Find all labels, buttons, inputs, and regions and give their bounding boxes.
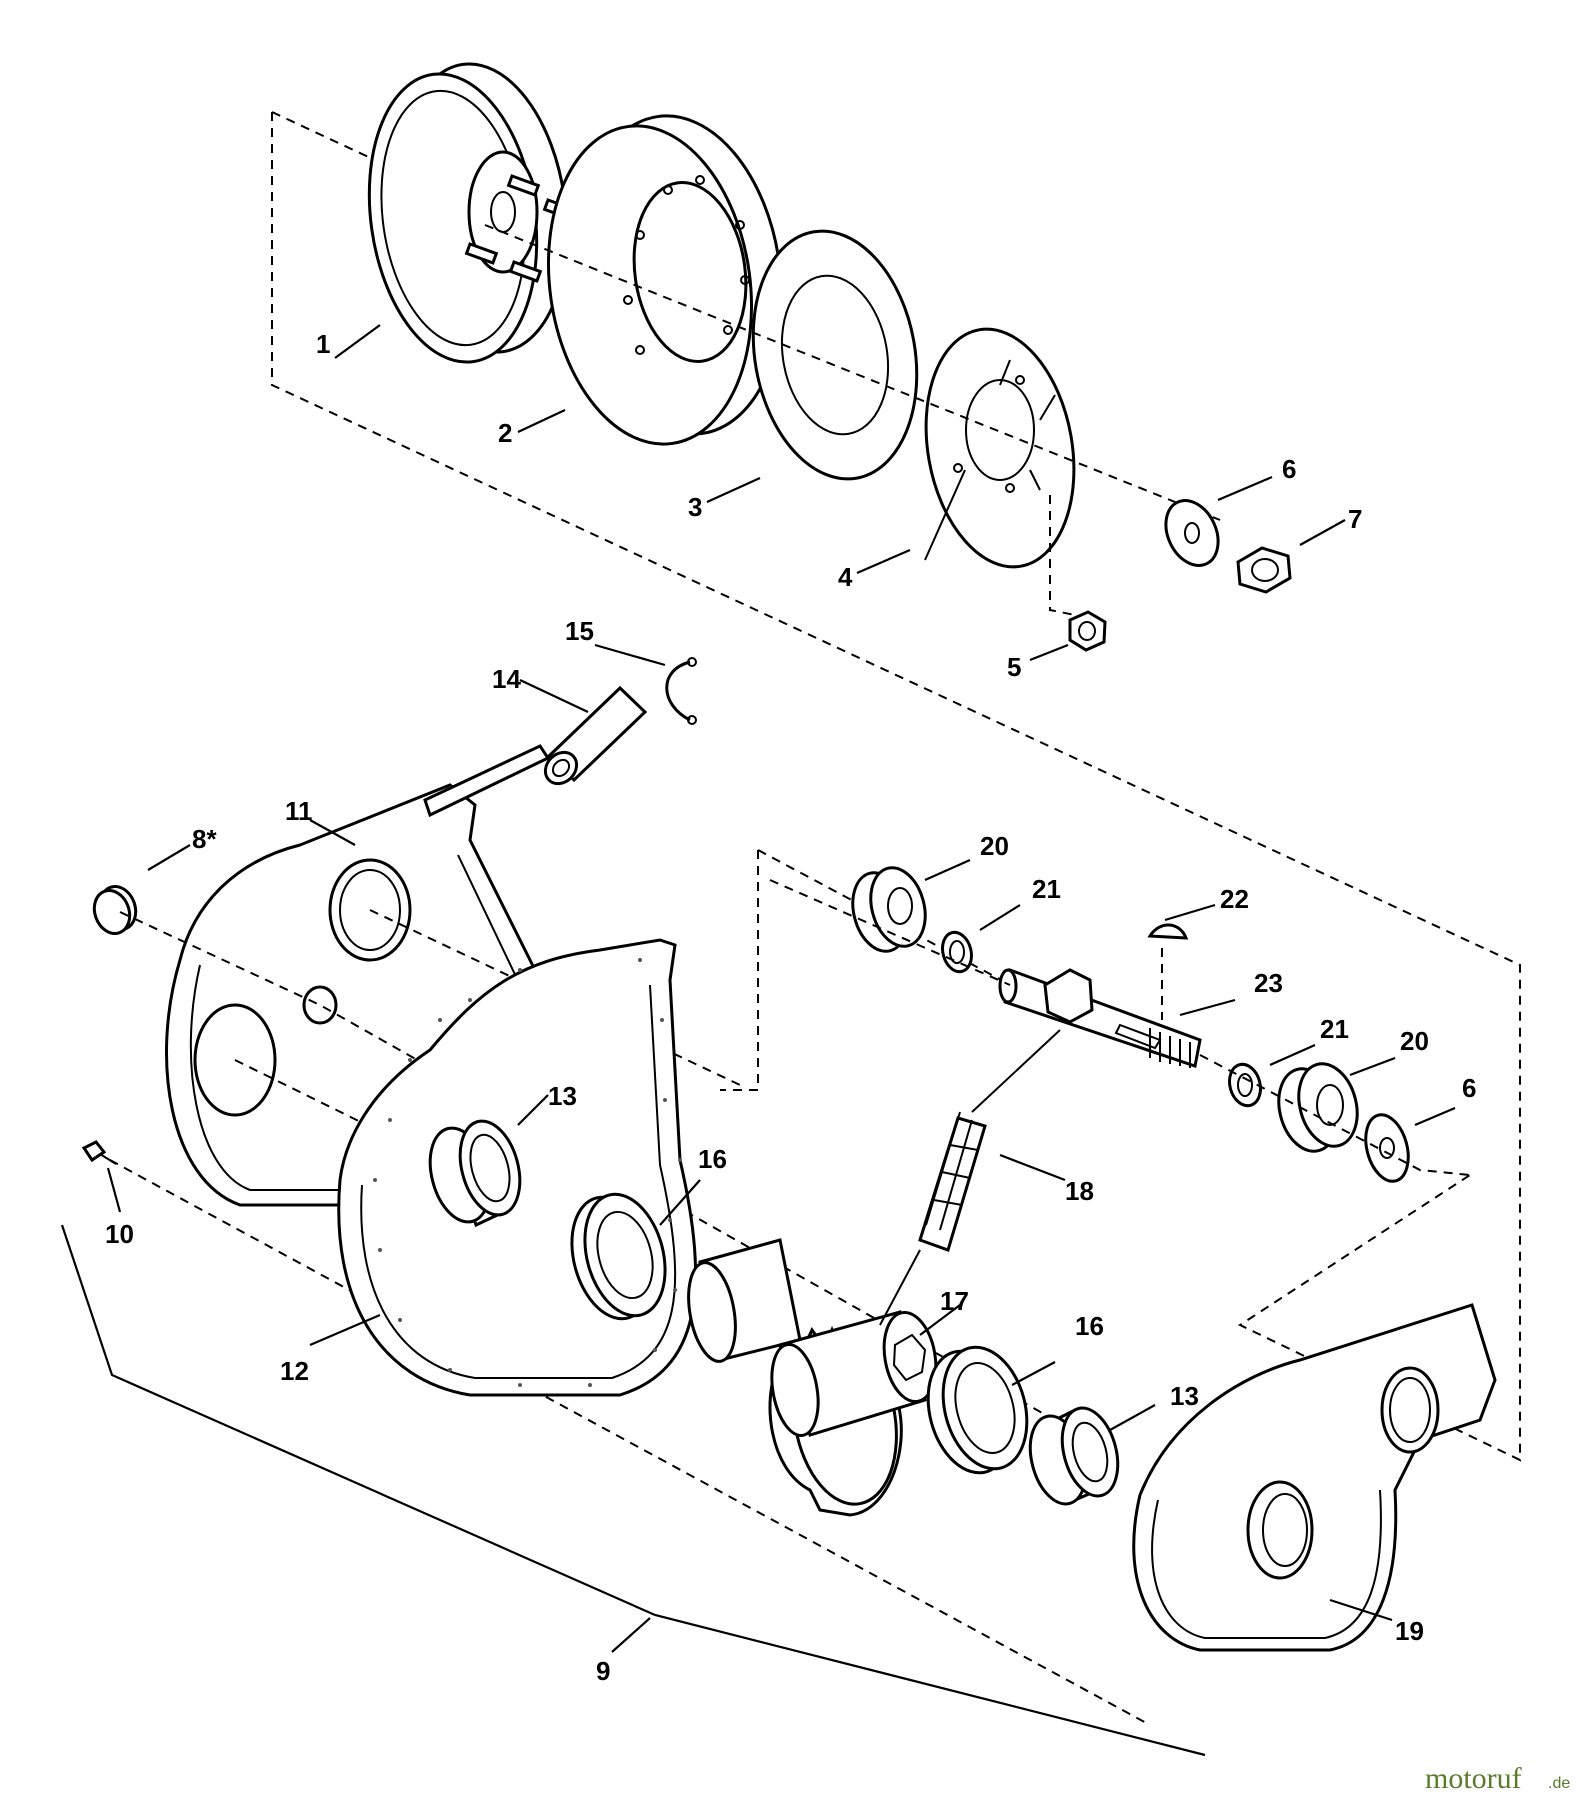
right-shaft-axis-lower — [1199, 1054, 1471, 1176]
gasket-texture — [373, 958, 682, 1387]
callout-11: 11 — [285, 796, 313, 826]
callout-labels: 1 2 3 4 5 6 6 7 8* 9 10 11 12 13 13 14 1… — [105, 329, 1476, 1686]
leader-lines — [106, 324, 1456, 1653]
callout-3: 3 — [688, 492, 702, 522]
nut-axis-dashed-line — [1049, 495, 1076, 616]
callout-21-upper: 21 — [1032, 874, 1061, 904]
callout-4: 4 — [838, 562, 853, 592]
callout-1: 1 — [316, 329, 330, 359]
part-16-seal-right — [926, 1345, 1029, 1475]
left-axis-dashed-line-4 — [109, 1159, 1151, 1726]
watermark-suffix: .de — [1548, 1775, 1570, 1792]
part-22-woodruff-key — [1147, 923, 1189, 1020]
part-5-nut — [1068, 610, 1107, 652]
upper-axis-dashed-line — [484, 224, 1221, 521]
part-18-drive-chain — [879, 1029, 1061, 1326]
right-shaft-axis-upper — [769, 879, 1011, 986]
callout-9: 9 — [596, 1656, 610, 1686]
watermark-text: motoruf — [1425, 1762, 1522, 1795]
part-7-hex-nut — [1236, 546, 1292, 594]
callout-8: 8* — [192, 824, 217, 854]
callout-20-upper: 20 — [980, 831, 1009, 861]
callout-12: 12 — [280, 1356, 309, 1386]
callout-20-lower: 20 — [1400, 1026, 1429, 1056]
part-6-washer-upper — [1164, 499, 1220, 567]
callout-13-left: 13 — [548, 1081, 577, 1111]
part-13-needle-bearing-left — [428, 1119, 522, 1228]
watermark: motoruf .de — [1425, 1762, 1570, 1795]
part-9-assembly-bracket — [60, 1224, 1206, 1757]
part-4-backing-plate — [924, 327, 1076, 569]
part-1-pulley — [367, 62, 577, 364]
callout-17: 17 — [940, 1286, 969, 1316]
part-23-drive-shaft — [998, 967, 1202, 1068]
callout-6-lower: 6 — [1462, 1073, 1476, 1103]
callout-19: 19 — [1395, 1616, 1424, 1646]
part-17-sprocket-hub — [687, 1238, 938, 1517]
callout-10: 10 — [105, 1219, 134, 1249]
callout-16-left: 16 — [698, 1144, 727, 1174]
callout-2: 2 — [498, 418, 512, 448]
part-8-plug — [92, 885, 138, 935]
callout-5: 5 — [1007, 652, 1021, 682]
callout-23: 23 — [1254, 968, 1283, 998]
part-16-seal-left — [570, 1192, 667, 1321]
part-13-needle-bearing-right — [1028, 1406, 1120, 1506]
callout-18: 18 — [1065, 1176, 1094, 1206]
callout-16-right: 16 — [1075, 1311, 1104, 1341]
part-3-friction-disc — [751, 229, 919, 481]
callout-13-right: 13 — [1170, 1381, 1199, 1411]
callout-22: 22 — [1220, 884, 1249, 914]
part-15-retaining-clip — [665, 657, 697, 725]
callout-6-upper: 6 — [1282, 454, 1296, 484]
part-2-brake-drum — [547, 114, 783, 446]
callout-21-lower: 21 — [1320, 1014, 1349, 1044]
part-20-bearing-upper — [851, 866, 927, 953]
part-21-spacer-upper — [941, 930, 973, 974]
part-20-bearing-lower — [1277, 1062, 1359, 1153]
callout-7: 7 — [1348, 504, 1362, 534]
callout-14: 14 — [492, 664, 521, 694]
part-19-rear-housing — [1132, 1303, 1497, 1652]
part-14-bushing — [543, 685, 648, 786]
part-21-spacer-lower — [1228, 1062, 1262, 1108]
left-axis-dashed-line-3 — [369, 909, 741, 1086]
callout-15: 15 — [565, 616, 594, 646]
part-6-washer-lower — [1364, 1113, 1410, 1183]
